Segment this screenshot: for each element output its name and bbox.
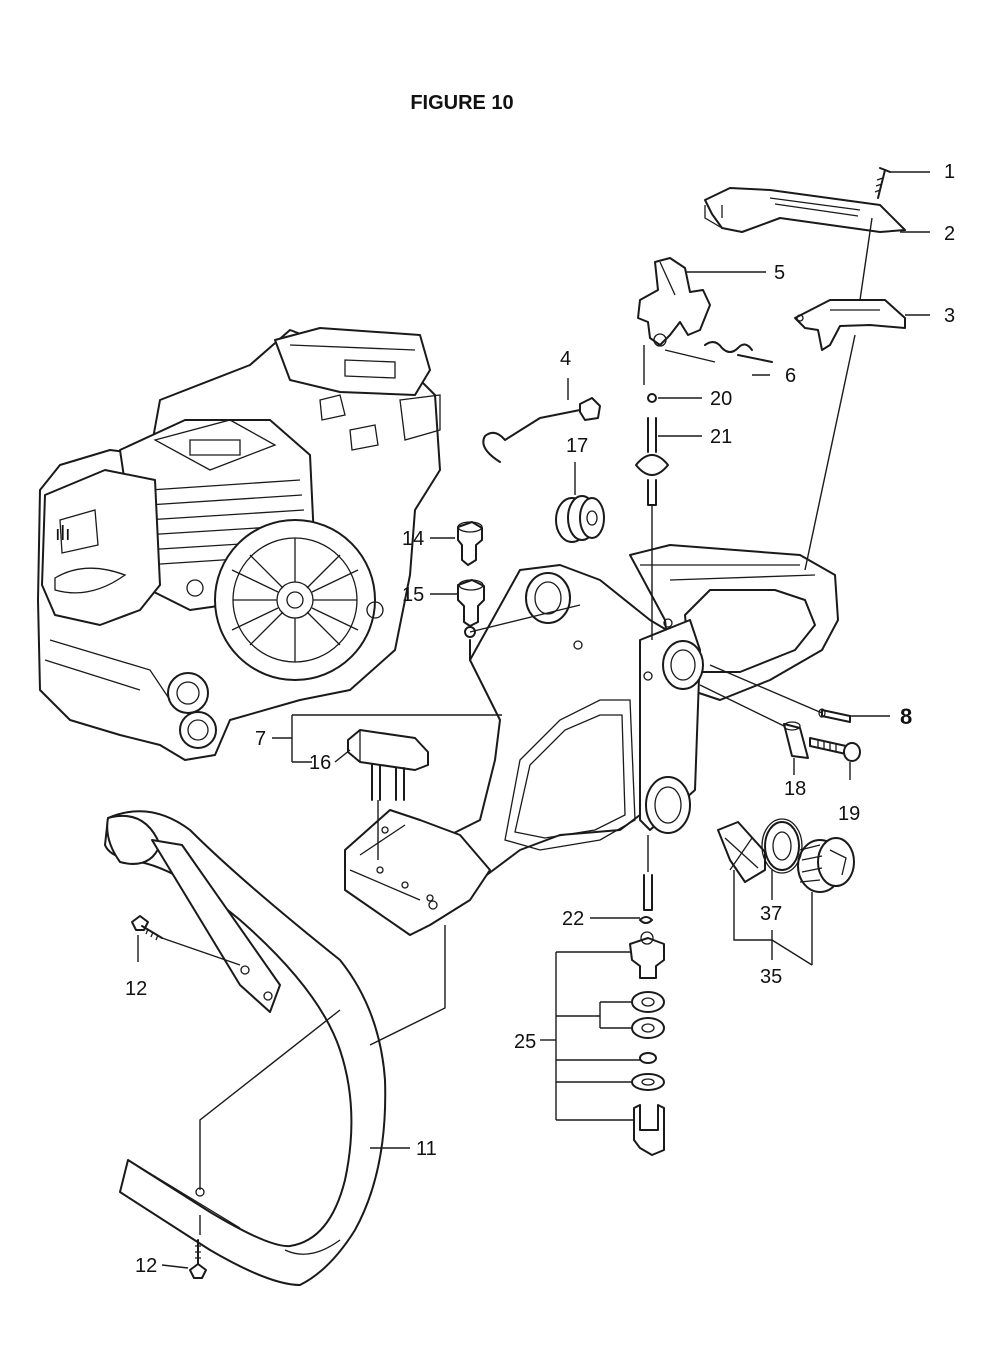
callout-19: 19	[838, 803, 860, 825]
part-2-handle-cover	[704, 187, 906, 233]
part-20-clip	[647, 393, 657, 403]
callout-15: 15	[402, 584, 424, 606]
callout-16: 16	[309, 752, 331, 774]
leader-lines	[137, 171, 930, 1269]
part-14-fitting	[457, 521, 483, 566]
callout-14: 14	[402, 528, 424, 550]
callout-5: 5	[774, 262, 785, 284]
callout-18: 18	[784, 778, 806, 800]
callout-2: 2	[944, 223, 955, 245]
callout-17: 17	[566, 435, 588, 457]
part-16-grip	[347, 729, 429, 801]
part-8-pin	[818, 708, 851, 723]
part-3-trigger	[794, 299, 906, 351]
part-21-pin	[635, 417, 669, 506]
part-25-damper-set	[629, 931, 665, 1156]
part-22-pin	[639, 874, 653, 924]
part-19-bolt	[809, 737, 861, 762]
part-4-throttle-rod	[482, 397, 601, 463]
callout-21: 21	[710, 426, 732, 448]
part-35-cap-assembly	[717, 821, 855, 893]
callouts: 1 2 3 4 5 6 7 8 11 12 12 14 15 16 17 18 …	[125, 161, 955, 1277]
callout-12-lower: 12	[135, 1255, 157, 1277]
callout-12-upper: 12	[125, 978, 147, 1000]
callout-11: 11	[416, 1138, 437, 1160]
part-37-gasket	[761, 818, 803, 874]
part-17-buffer	[555, 495, 605, 543]
callout-37: 37	[760, 903, 782, 925]
callout-4: 4	[560, 348, 571, 370]
part-5-lockout-lever	[637, 257, 711, 347]
callout-25: 25	[514, 1031, 536, 1053]
svg-text:ılı: ılı	[55, 523, 71, 545]
part-18-spacer	[783, 721, 809, 759]
callout-22: 22	[562, 908, 584, 930]
callout-1: 1	[944, 161, 955, 183]
part-15-valve	[457, 579, 485, 661]
part-11-front-handle	[104, 810, 387, 1286]
callout-20: 20	[710, 388, 732, 410]
callout-35: 35	[760, 966, 782, 988]
callout-3: 3	[944, 305, 955, 327]
part-1-screw	[874, 167, 891, 199]
part-7-tank-handle	[344, 544, 839, 936]
callout-7: 7	[255, 728, 266, 750]
callout-8: 8	[900, 704, 912, 729]
part-6-spring	[704, 341, 773, 363]
engine-assembly: ılı	[37, 327, 441, 761]
figure-title: FIGURE 10	[410, 92, 514, 114]
part-12-screw-b	[189, 1239, 207, 1279]
callout-6: 6	[785, 365, 796, 387]
part-12-screw-a	[131, 915, 163, 941]
